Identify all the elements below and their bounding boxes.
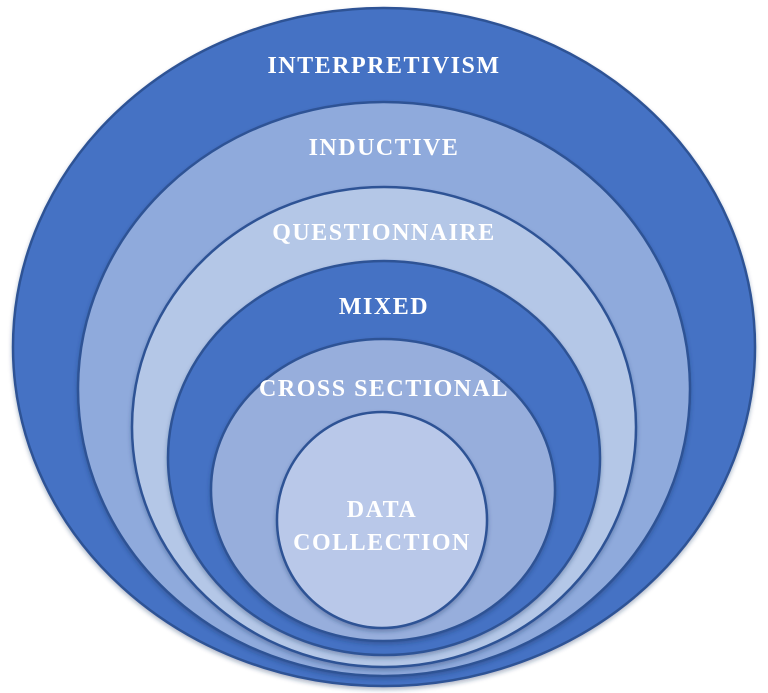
layer-label-questionnaire: QUESTIONNAIRE (272, 220, 496, 246)
layer-label-mixed: MIXED (339, 294, 429, 320)
layer-label-cross-sectional: CROSS SECTIONAL (259, 376, 509, 402)
layer-label-data-collection-line1: DATA (347, 497, 417, 523)
layer-ellipse-data-collection (275, 410, 489, 630)
layer-label-interpretivism: INTERPRETIVISM (267, 53, 500, 79)
layer-label-data-collection-line2: COLLECTION (293, 530, 471, 556)
layer-label-inductive: INDUCTIVE (309, 135, 460, 161)
